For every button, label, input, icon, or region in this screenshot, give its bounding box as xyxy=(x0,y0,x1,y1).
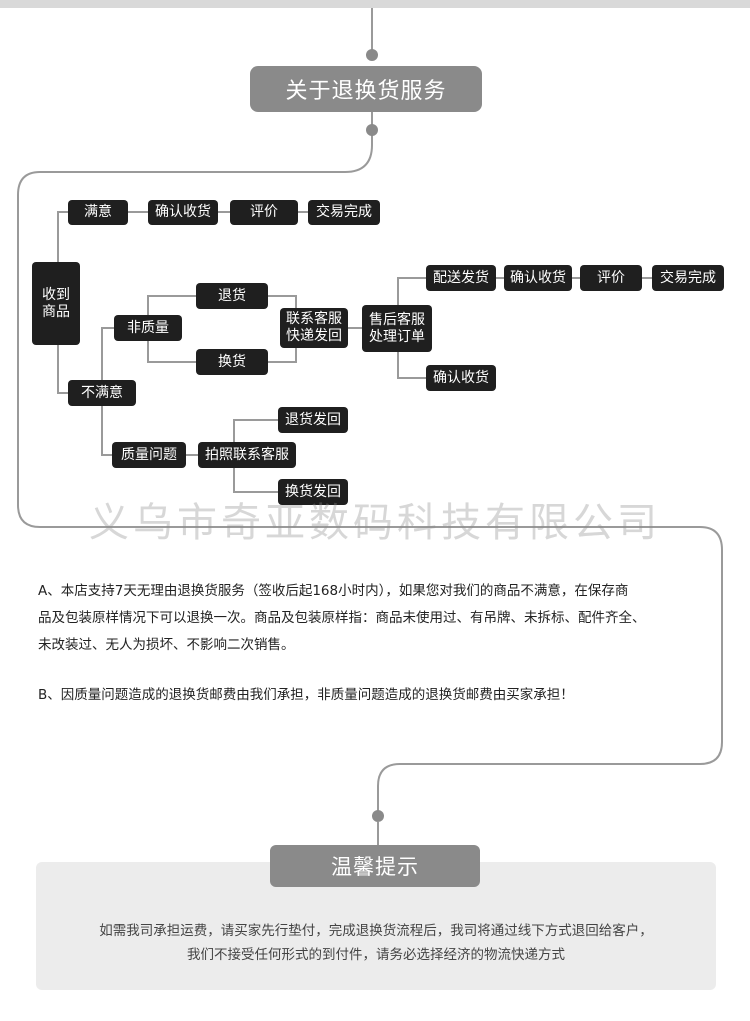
node-photo-contact: 拍照联系客服 xyxy=(198,442,296,468)
tips-title: 温馨提示 xyxy=(270,845,480,887)
node-satisfied: 满意 xyxy=(68,200,128,225)
policy-a-line2: 品及包装原样情况下可以退换一次。商品及包装原样指：商品未使用过、有吊牌、未拆标、… xyxy=(38,610,646,626)
node-dissatisfied: 不满意 xyxy=(68,380,136,406)
node-confirm-receipt-mid: 确认收货 xyxy=(504,265,572,291)
node-confirm-receipt-bottom: 确认收货 xyxy=(426,365,496,391)
watermark: 义乌市奇亚数码科技有限公司 xyxy=(89,500,661,546)
node-contact-service: 联系客服 快递发回 xyxy=(280,308,348,348)
tips-line2: 我们不接受任何形式的到付件，请务必选择经济的物流快递方式 xyxy=(187,947,565,963)
node-review-mid: 评价 xyxy=(580,265,642,291)
node-ship-out: 配送发货 xyxy=(426,265,496,291)
policy-b-line: B、因质量问题造成的退换货邮费由我们承担，非质量问题造成的退换货邮费由买家承担！ xyxy=(38,687,574,703)
node-return-goods: 退货 xyxy=(196,283,268,309)
connector-dot xyxy=(366,49,378,61)
node-complete-top: 交易完成 xyxy=(308,200,380,225)
node-confirm-receipt-top: 确认收货 xyxy=(148,200,218,225)
connector-dot xyxy=(366,124,378,136)
node-received: 收到 商品 xyxy=(32,262,80,345)
node-non-quality: 非质量 xyxy=(114,315,182,341)
top-bar xyxy=(0,0,750,8)
node-complete-mid: 交易完成 xyxy=(652,265,724,291)
page-title: 关于退换货服务 xyxy=(250,66,482,112)
node-quality-issue: 质量问题 xyxy=(112,442,186,468)
policy-a-line1: A、本店支持7天无理由退换货服务（签收后起168小时内），如果您对我们的商品不满… xyxy=(38,583,629,599)
node-review-top: 评价 xyxy=(230,200,298,225)
node-exchange-send-back: 换货发回 xyxy=(278,479,348,505)
tips-line1: 如需我司承担运费，请买家先行垫付，完成退换货流程后，我司将通过线下方式退回给客户… xyxy=(99,923,653,939)
node-return-send-back: 退货发回 xyxy=(278,407,348,433)
policy-a-line3: 未改装过、无人为损坏、不影响二次销售。 xyxy=(38,637,295,653)
node-exchange-goods: 换货 xyxy=(196,349,268,375)
node-after-sales: 售后客服 处理订单 xyxy=(362,305,432,352)
connector-dot xyxy=(372,810,384,822)
